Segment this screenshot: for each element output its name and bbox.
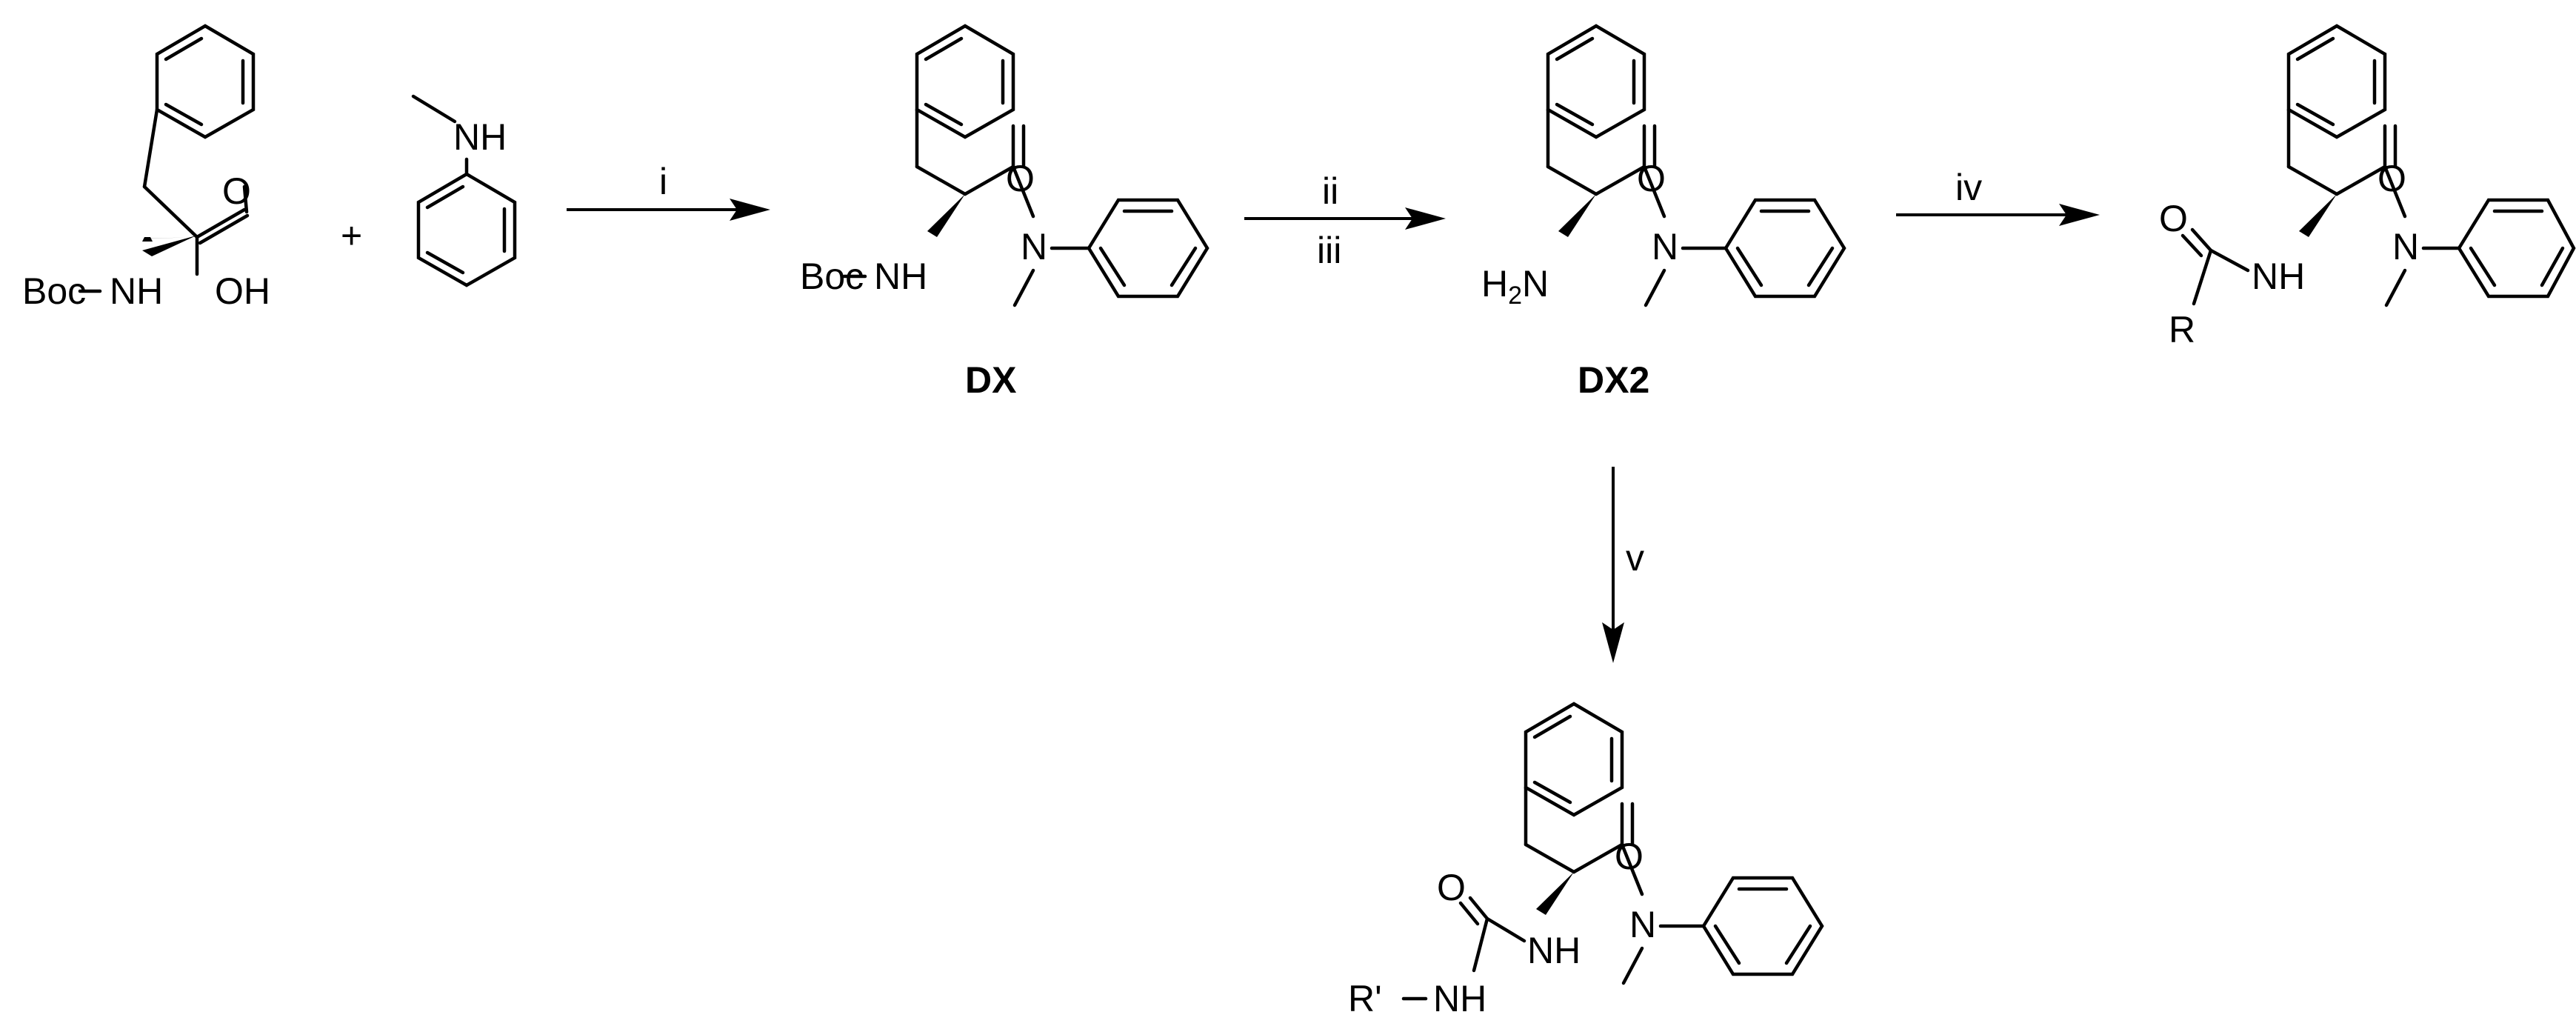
phenyl-ring xyxy=(1724,198,1846,299)
wedge-bond xyxy=(2299,194,2337,237)
atom-o: O xyxy=(222,170,251,212)
reaction-arrow-v: v xyxy=(1602,467,1644,663)
atom-n: N xyxy=(1021,226,1047,267)
atom-o: O xyxy=(1006,158,1035,199)
atom-o: O xyxy=(1637,158,1666,199)
wedge-bond xyxy=(1536,872,1574,915)
phenyl-ring xyxy=(1087,198,1209,299)
reaction-arrow-iv: iv xyxy=(1896,167,2100,226)
phenyl-ring xyxy=(1524,702,1624,817)
atom-o: O xyxy=(2378,158,2406,199)
amide-product: O NH O R N xyxy=(2159,24,2576,350)
reagent-label-iv: iv xyxy=(1955,167,1982,208)
atom-nh: NH xyxy=(1527,930,1581,971)
phenyl-ring xyxy=(416,172,517,287)
phenyl-ring xyxy=(1701,876,1824,976)
atom-nh: NH xyxy=(110,270,163,312)
atom-n: N xyxy=(1652,226,1678,267)
atom-o: O xyxy=(1437,867,1466,908)
boc-phenylalanine: O OH NH Boc xyxy=(22,24,270,312)
reagent-label-iii: iii xyxy=(1317,230,1341,271)
reagent-label-v: v xyxy=(1626,537,1644,579)
phenyl-ring xyxy=(915,24,1015,139)
atom-boc: Boc xyxy=(22,270,86,312)
compound-label-dx: DX xyxy=(965,359,1016,401)
atom-r-prime: R' xyxy=(1348,978,1382,1019)
compound-dx2: O H2N N DX2 xyxy=(1481,24,1846,401)
plus-sign: + xyxy=(341,215,362,256)
urea-product: O NH O NH R' N xyxy=(1348,702,1824,1019)
phenyl-ring xyxy=(1546,24,1646,139)
atom-o: O xyxy=(2159,198,2188,239)
reagent-label-ii: ii xyxy=(1322,170,1338,212)
wedge-bond xyxy=(1558,194,1596,237)
atom-nh: NH xyxy=(2252,256,2305,297)
atom-oh: OH xyxy=(215,270,270,312)
n-methylaniline: NH xyxy=(411,94,517,287)
atom-n: N xyxy=(2392,226,2419,267)
reaction-arrow-ii-iii: ii iii xyxy=(1244,170,1446,271)
atom-nh: NH xyxy=(1433,978,1486,1019)
phenyl-ring xyxy=(2457,198,2576,299)
compound-label-dx2: DX2 xyxy=(1578,359,1649,401)
atom-n: N xyxy=(1629,904,1656,945)
atom-nh: NH xyxy=(874,256,927,297)
atom-boc: Boc xyxy=(800,256,864,297)
atom-r: R xyxy=(2169,309,2195,350)
reagent-label-i: i xyxy=(659,161,667,202)
reaction-arrow-i: i xyxy=(567,161,770,221)
compound-dx: O NH Boc N DX xyxy=(800,24,1209,401)
atom-nh: NH xyxy=(453,116,507,158)
wedge-bond xyxy=(927,194,965,237)
wedge-bond xyxy=(142,236,196,256)
phenyl-ring xyxy=(155,24,256,139)
atom-h2n: H2N xyxy=(1481,263,1549,310)
phenyl-ring xyxy=(2286,24,2387,139)
atom-o: O xyxy=(1615,836,1644,877)
